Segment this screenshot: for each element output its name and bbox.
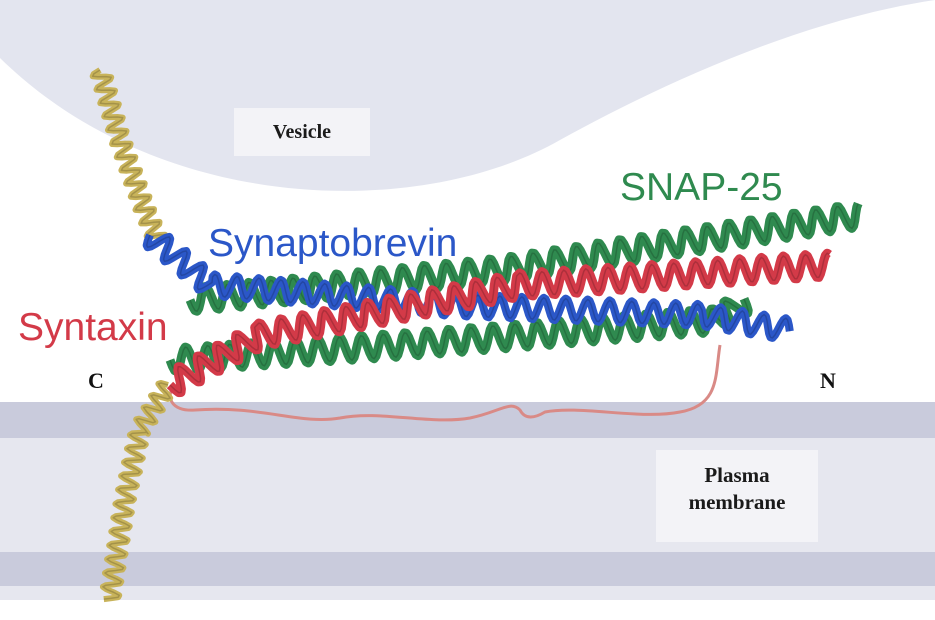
c-terminus-label: C [88,368,104,394]
syntaxin-label: Syntaxin [18,308,168,347]
plasma-label-line2: membrane [656,489,818,516]
snap25-label: SNAP-25 [620,168,783,207]
n-terminus-label: N [820,368,836,394]
plasma-membrane-label-box: Plasma membrane [656,450,818,542]
plasma-label-line1: Plasma [656,462,818,489]
vesicle-label-box: Vesicle [234,108,370,156]
vesicle-label: Vesicle [273,121,331,143]
synaptobrevin-label: Synaptobrevin [208,224,457,263]
vesicle-membrane [0,0,935,191]
